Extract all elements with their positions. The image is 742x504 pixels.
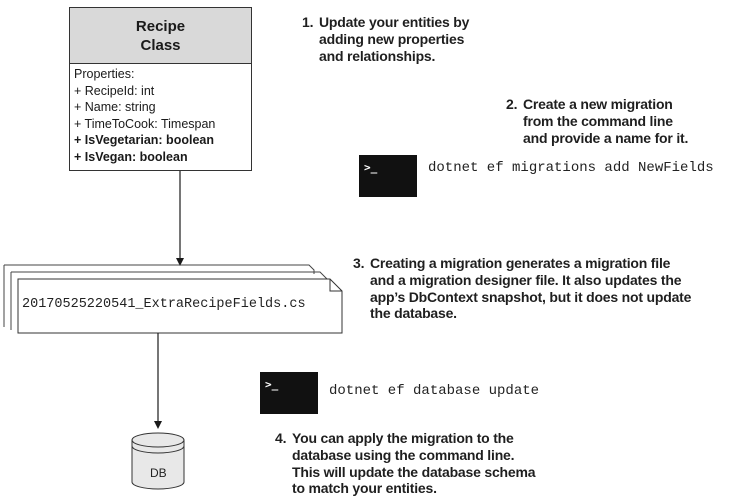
step-4-line-2: database using the command line. <box>292 446 515 463</box>
step-3-number: 3. <box>353 255 365 271</box>
migration-file-name: 20170525220541_ExtraRecipeFields.cs <box>22 297 306 312</box>
step-4-line-4: to match your entities. <box>292 480 437 497</box>
step-2-number: 2. <box>506 96 518 112</box>
step-2-note: 2. Create a new migration from the comman… <box>506 96 688 146</box>
step-4-line-1: You can apply the migration to the <box>292 430 514 446</box>
terminal-prompt-icon: >_ <box>265 378 279 391</box>
property-recipe-id: + RecipeId: int <box>74 83 155 98</box>
properties-heading: Properties: <box>74 67 135 81</box>
step-3-note: 3. Creating a migration generates a migra… <box>353 255 691 322</box>
property-is-vegetarian: + IsVegetarian: boolean <box>74 133 214 148</box>
step-1-number: 1. <box>302 14 314 30</box>
command-database-update: dotnet ef database update <box>329 383 540 399</box>
terminal-prompt-icon: >_ <box>364 161 378 174</box>
property-time-to-cook: + TimeToCook: Timespan <box>74 116 216 131</box>
recipe-class-properties: Properties: + RecipeId: int + Name: stri… <box>70 64 251 166</box>
step-4-line-3: This will update the database schema <box>292 463 536 480</box>
step-2-line-1: Create a new migration <box>523 96 673 112</box>
step-4-number: 4. <box>275 430 287 446</box>
recipe-class-box: Recipe Class Properties: + RecipeId: int… <box>69 7 252 171</box>
step-4-note: 4. You can apply the migration to the dat… <box>275 430 536 497</box>
terminal-database-update: >_ <box>260 372 318 414</box>
step-3-line-3: app’s DbContext snapshot, but it does no… <box>370 288 692 305</box>
step-2-line-2: from the command line <box>523 112 673 129</box>
migration-file-sheet <box>17 278 343 334</box>
recipe-class-header: Recipe Class <box>70 8 251 64</box>
step-1-line-3: and relationships. <box>319 47 436 64</box>
step-3-line-4: the database. <box>370 305 457 322</box>
step-2-line-3: and provide a name for it. <box>523 129 689 146</box>
class-title-line1: Recipe <box>135 17 186 35</box>
command-add-migration: dotnet ef migrations add NewFields <box>428 160 714 176</box>
migration-file-stack <box>3 264 343 334</box>
step-1-line-2: adding new properties <box>319 30 465 47</box>
terminal-add-migration: >_ <box>359 155 417 197</box>
property-is-vegan: + IsVegan: boolean <box>74 149 188 164</box>
class-title-line2: Class <box>140 36 181 54</box>
step-1-note: 1. Update your entities by adding new pro… <box>302 14 469 64</box>
database-label: DB <box>150 466 167 480</box>
step-1-line-1: Update your entities by <box>319 14 470 30</box>
step-3-line-1: Creating a migration generates a migrati… <box>370 255 671 271</box>
database-icon <box>131 432 185 490</box>
property-name: + Name: string <box>74 100 156 115</box>
step-3-line-2: and a migration designer file. It also u… <box>370 271 682 288</box>
